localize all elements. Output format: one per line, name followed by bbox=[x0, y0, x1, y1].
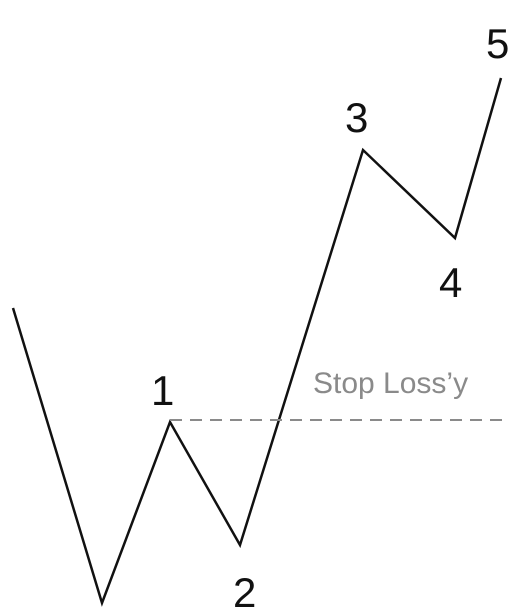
wave-label-2: 2 bbox=[233, 569, 256, 610]
stop-loss-label: Stop Loss’y bbox=[313, 367, 468, 400]
wave-label-4: 4 bbox=[439, 259, 462, 306]
wave-label-1: 1 bbox=[151, 367, 174, 414]
wave-path bbox=[11, 77, 503, 607]
wave-label-5: 5 bbox=[486, 20, 509, 67]
wave-label-3: 3 bbox=[345, 94, 368, 141]
